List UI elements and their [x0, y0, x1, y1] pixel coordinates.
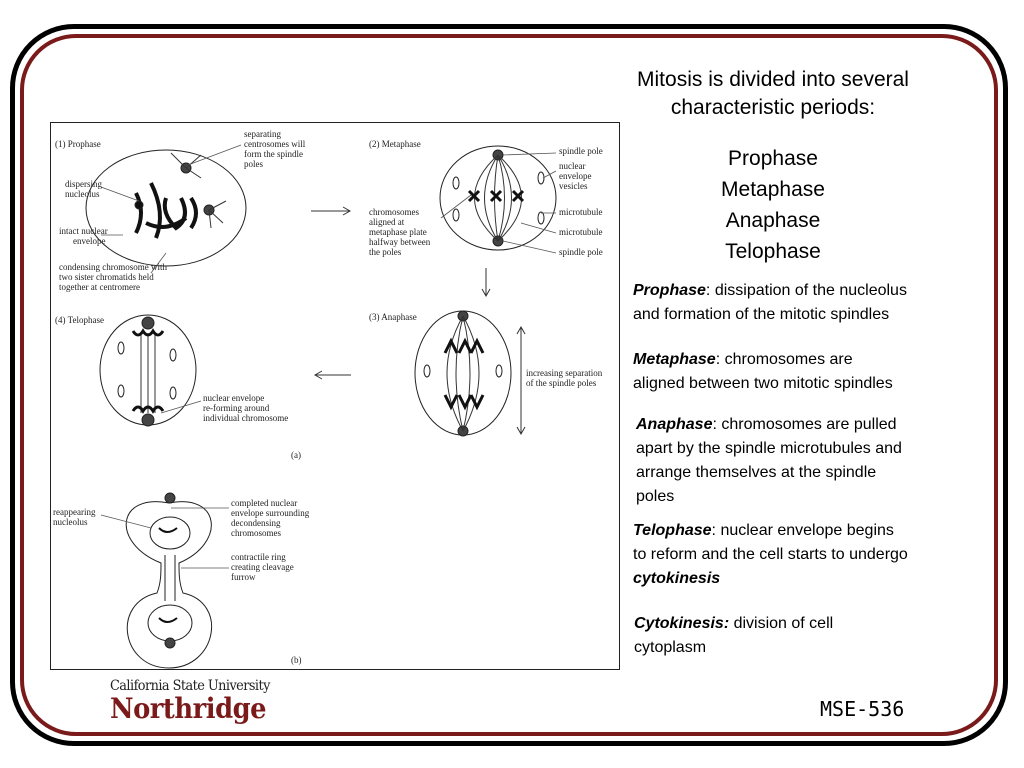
definition-text-anaphase-4: poles: [636, 488, 675, 505]
definition-term-cytokinesis: Cytokinesis:: [634, 615, 730, 632]
cytokinesis-label-envelope-3: decondensing: [231, 518, 281, 528]
definition-term-telophase: Telophase: [633, 522, 712, 539]
telophase-label-3: individual chromosome: [203, 413, 288, 423]
intro-line-2: characteristic periods:: [670, 96, 876, 119]
prophase-label-centrosomes-1: separating: [244, 129, 281, 139]
prophase-label-chromosome-2: two sister chromatids held: [59, 272, 154, 282]
definition-text-anaphase-3: arrange themselves at the spindle: [636, 464, 877, 481]
cytokinesis-label-ring-1: contractile ring: [231, 552, 286, 562]
prophase-label-envelope-1: intact nuclear: [59, 226, 108, 236]
mitosis-diagram-svg: (1) Prophase separating centrosomes will…: [53, 129, 603, 669]
metaphase-label-spindle-pole-top: spindle pole: [559, 146, 603, 156]
definition-text-prophase-2: and formation of the mitotic spindles: [633, 306, 890, 323]
anaphase-label-1: increasing separation: [526, 368, 603, 378]
definition-text-telophase-1: : nuclear envelope begins: [711, 522, 894, 539]
label-b: (b): [291, 655, 302, 665]
phase-item-telophase: Telophase: [725, 240, 821, 263]
prophase-label-centrosomes-4: poles: [244, 159, 263, 169]
prophase-label-chromosome-1: condensing chromosome with: [59, 262, 167, 272]
university-logo: California State University Northridge: [110, 678, 270, 730]
definition-text-metaphase-2: aligned between two mitotic spindles: [633, 375, 893, 392]
metaphase-cell: [439, 145, 557, 251]
definition-text-anaphase-2: apart by the spindle microtubules and: [636, 440, 902, 457]
metaphase-label-chromosomes-5: the poles: [369, 247, 402, 257]
slide-frame-inner: [20, 34, 998, 736]
definition-term-anaphase: Anaphase: [636, 416, 713, 433]
prophase-label-chromosome-3: together at centromere: [59, 282, 140, 292]
definition-text-prophase-1: : dissipation of the nucleolus: [705, 282, 907, 299]
label-a: (a): [291, 450, 301, 460]
definition-metaphase: Metaphase: chromosomes are aligned betwe…: [633, 348, 893, 396]
intro-line-1: Mitosis is divided into several: [637, 68, 909, 91]
cytokinesis-label-nucleolus-2: nucleolus: [53, 517, 88, 527]
metaphase-label-nuclear: nuclear: [559, 161, 585, 171]
cytokinesis-label-envelope-1: completed nuclear: [231, 498, 297, 508]
definition-prophase: Prophase: dissipation of the nucleolus a…: [633, 279, 907, 327]
definition-cytokinesis: Cytokinesis: division of cell cytoplasm: [634, 612, 833, 660]
phase-list: Prophase Metaphase Anaphase Telophase: [650, 143, 896, 267]
prophase-label-envelope-2: envelope: [73, 236, 105, 246]
definition-text-cytokinesis-1: division of cell: [729, 615, 834, 632]
phase-item-metaphase: Metaphase: [721, 178, 825, 201]
definition-text-anaphase-1: : chromosomes are pulled: [712, 416, 897, 433]
anaphase-cell: [414, 310, 512, 437]
course-code: MSE-536: [820, 697, 905, 721]
logo-campus-name: Northridge: [110, 692, 267, 725]
slide-frame-outer: [10, 24, 1008, 746]
metaphase-label-vesicles: vesicles: [559, 181, 588, 191]
cytokinesis-cell: [125, 492, 212, 669]
definition-term-metaphase: Metaphase: [633, 351, 716, 368]
phase-item-anaphase: Anaphase: [725, 209, 821, 232]
definition-anaphase: Anaphase: chromosomes are pulled apart b…: [636, 413, 902, 509]
definition-telophase: Telophase: nuclear envelope begins to re…: [633, 519, 908, 591]
cytokinesis-label-envelope-2: envelope surrounding: [231, 508, 310, 518]
definition-text-metaphase-1: : chromosomes are: [715, 351, 853, 368]
cytokinesis-label-ring-3: furrow: [231, 572, 256, 582]
metaphase-label-chromosomes-4: halfway between: [369, 237, 431, 247]
metaphase-label-spindle-pole-bottom: spindle pole: [559, 247, 603, 257]
prophase-label-centrosomes-2: centrosomes will: [244, 139, 306, 149]
prophase-label-nucleolus-1: dispersing: [65, 179, 102, 189]
metaphase-label-chromosomes-3: metaphase plate: [369, 227, 427, 237]
prophase-label-nucleolus-2: nucleolus: [65, 189, 100, 199]
telophase-cell: [99, 314, 197, 427]
metaphase-label-microtubule-1: microtubule: [559, 207, 603, 217]
intro-heading: Mitosis is divided into several characte…: [600, 66, 946, 122]
telophase-label-2: re-forming around: [203, 403, 270, 413]
anaphase-title: (3) Anaphase: [369, 312, 417, 322]
cytokinesis-label-ring-2: creating cleavage: [231, 562, 294, 572]
metaphase-label-envelope: envelope: [559, 171, 591, 181]
prophase-title: (1) Prophase: [55, 139, 101, 149]
definition-term-prophase: Prophase: [633, 282, 706, 299]
flow-arrows: [311, 206, 526, 436]
definition-text-telophase-2: to reform and the cell starts to undergo: [633, 546, 908, 563]
metaphase-label-chromosomes-1: chromosomes: [369, 207, 419, 217]
cytokinesis-label-nucleolus-1: reappearing: [53, 507, 96, 517]
cytokinesis-label-envelope-4: chromosomes: [231, 528, 281, 538]
prophase-label-centrosomes-3: form the spindle: [244, 149, 303, 159]
metaphase-title: (2) Metaphase: [369, 139, 421, 149]
metaphase-label-chromosomes-2: aligned at: [369, 217, 405, 227]
mitosis-diagram: (1) Prophase separating centrosomes will…: [50, 122, 620, 670]
prophase-cell: [85, 149, 247, 267]
anaphase-label-2: of the spindle poles: [526, 378, 597, 388]
metaphase-label-microtubule-2: microtubule: [559, 227, 603, 237]
logo-university-name: California State University: [110, 678, 270, 694]
telophase-title: (4) Telophase: [55, 315, 104, 325]
telophase-label-1: nuclear envelope: [203, 393, 264, 403]
definition-text-cytokinesis-2: cytoplasm: [634, 639, 707, 656]
phase-item-prophase: Prophase: [728, 147, 818, 170]
definition-text-telophase-3: cytokinesis: [633, 570, 721, 587]
